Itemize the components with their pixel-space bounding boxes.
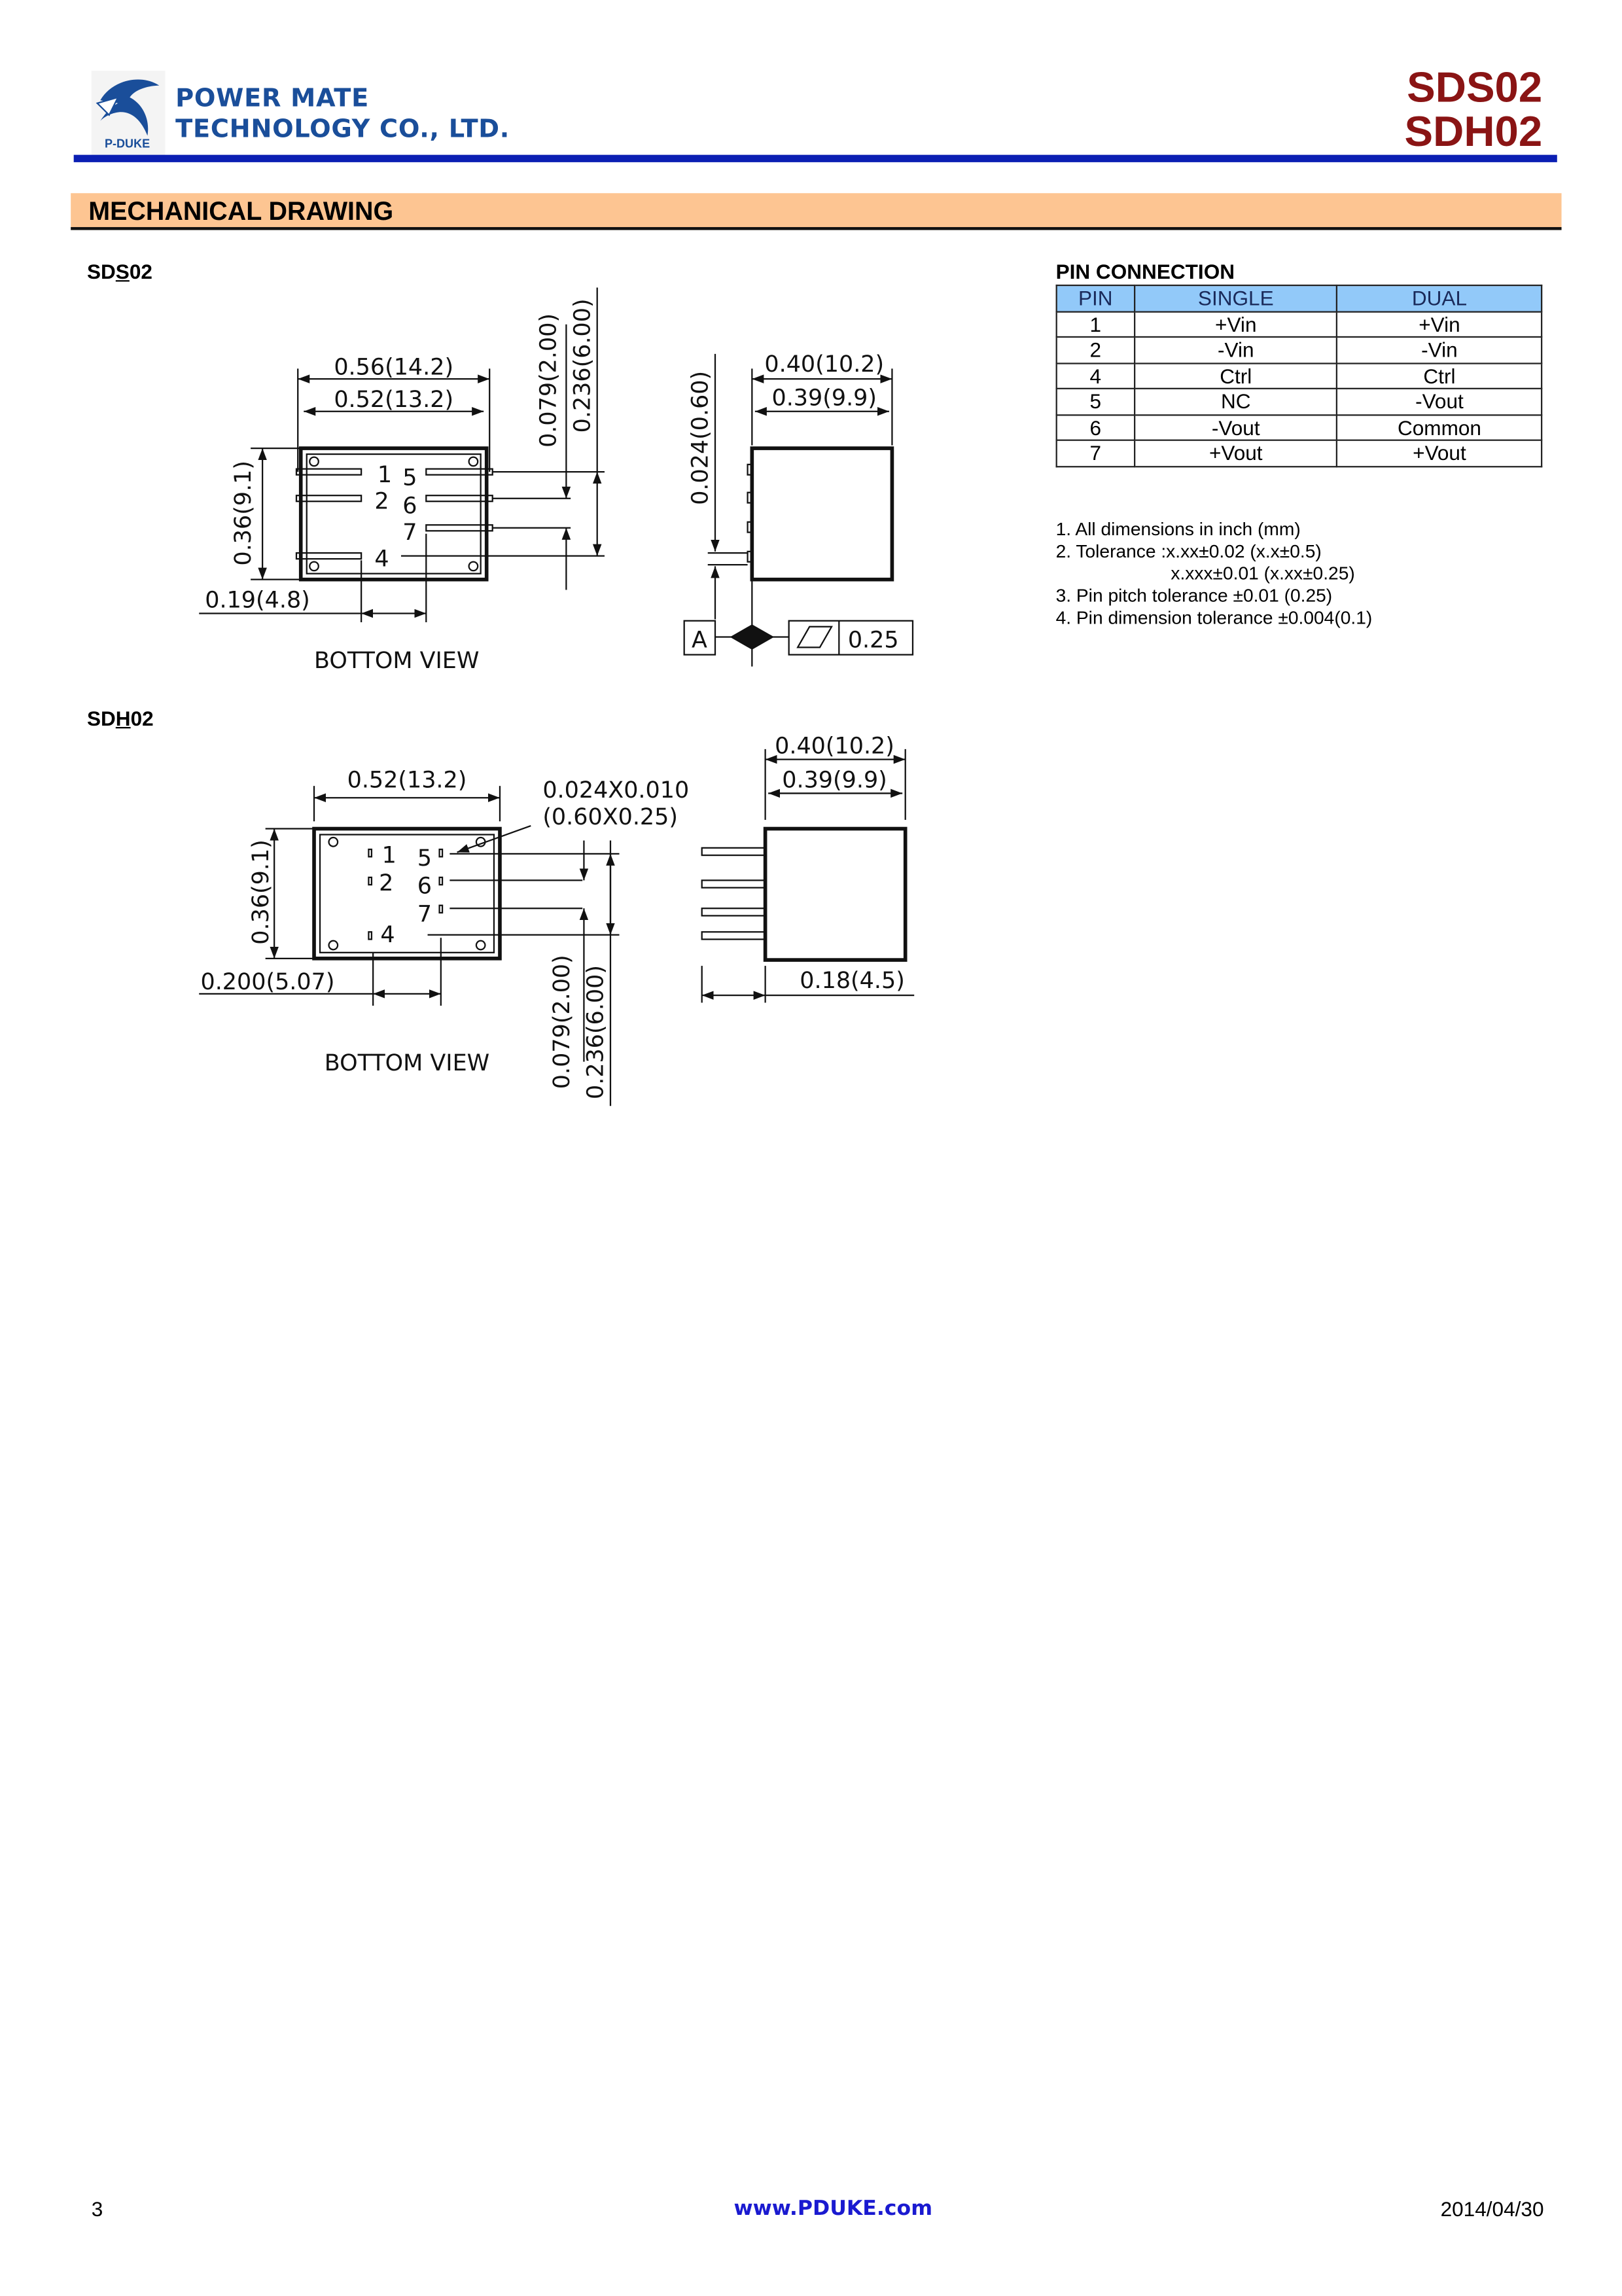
cell: 6: [1055, 414, 1135, 441]
model-sds02: SDS02: [1407, 65, 1543, 113]
datum-label: A: [692, 627, 707, 653]
sds02-bottom-view: [199, 287, 605, 623]
drawing-labels: 0.56(14.2) 0.52(13.2) 0.079(2.00) 0.236(…: [200, 298, 904, 1099]
sds02-pin-6: 6: [402, 493, 417, 519]
cell: 1: [1055, 310, 1135, 338]
sdh02-pin-size-in: 0.024X0.010: [542, 777, 689, 804]
cell: 5: [1055, 387, 1135, 415]
sds02-dim-pitch: 0.079(2.00): [536, 313, 562, 448]
flatness-value: 0.25: [848, 627, 899, 653]
sds02-side-pin-thickness: 0.024(0.60): [688, 371, 714, 505]
sds02-side-view: [683, 353, 914, 667]
pduke-bird-logo-icon: [96, 79, 160, 136]
header-dual: DUAL: [1336, 284, 1543, 312]
header-single: SINGLE: [1133, 284, 1338, 312]
section-title: MECHANICAL DRAWING: [88, 196, 394, 226]
note-2: 2. Tolerance :x.xx±0.02 (x.x±0.5): [1055, 541, 1322, 562]
model-sdh02: SDH02: [1404, 109, 1543, 156]
section-header: MECHANICAL DRAWING: [71, 193, 1562, 230]
notes: 1. All dimensions in inch (mm) 2. Tolera…: [1056, 519, 1373, 629]
sds02-pin-1: 1: [378, 462, 392, 488]
sdh02-dim-pitch: 0.079(2.00): [549, 955, 575, 1089]
cell: 4: [1055, 362, 1135, 389]
sds02-side-width-inner: 0.39(9.9): [771, 385, 877, 412]
sds02-view-label: BOTTOM VIEW: [314, 648, 479, 674]
sds02-dim-offset: 0.19(4.8): [205, 587, 310, 613]
sds02-side-width-outer: 0.40(10.2): [764, 351, 884, 378]
table-row: 7+Vout+Vout: [1055, 439, 1543, 467]
sdh02-dim-offset: 0.200(5.07): [200, 969, 334, 995]
company-name-line2: TECHNOLOGY CO., LTD.: [175, 115, 510, 145]
sds02-pin-4: 4: [374, 546, 389, 572]
sds02-dim-width-outer: 0.56(14.2): [334, 354, 453, 380]
website-link[interactable]: www.PDUKE.com: [733, 2197, 933, 2221]
sdh02-pin-6: 6: [417, 874, 432, 900]
sdh02-dim-height: 0.36(9.1): [248, 839, 274, 945]
cell: -Vout: [1336, 387, 1543, 415]
header-divider: [73, 154, 1557, 162]
page-number: 3: [91, 2197, 103, 2221]
logo-text: P-DUKE: [105, 137, 150, 150]
cell: +Vout: [1336, 439, 1543, 467]
table-row: 2-Vin-Vin: [1055, 336, 1543, 364]
mechanical-drawing: 0.56(14.2) 0.52(13.2) 0.079(2.00) 0.236(…: [199, 287, 915, 1106]
sdh02-pin-1: 1: [382, 842, 397, 868]
cell: Common: [1336, 414, 1543, 441]
table-row: 1+Vin+Vin: [1055, 310, 1543, 338]
sdh02-side-width-inner: 0.39(9.9): [782, 767, 887, 793]
sdh02-pin-7: 7: [417, 901, 432, 927]
sds02-dim-height: 0.36(9.1): [230, 461, 256, 566]
sds02-label: SDS02: [86, 259, 152, 283]
company-name-line1: POWER MATE: [175, 84, 369, 114]
sdh02-side-view: [701, 749, 915, 1003]
cell: +Vout: [1133, 439, 1338, 467]
pin-connection-title: PIN CONNECTION: [1055, 259, 1235, 283]
sdh02-label: SDH02: [86, 706, 154, 730]
sdh02-dim-row: 0.236(6.00): [583, 965, 609, 1099]
sdh02-pin-size-mm: (0.60X0.25): [542, 804, 678, 830]
sds02-pin-5: 5: [402, 465, 417, 491]
company-logo: P-DUKE: [91, 71, 166, 155]
sdh02-side-width-outer: 0.40(10.2): [775, 733, 894, 760]
sdh02-pin-2: 2: [379, 870, 393, 896]
note-2-continued: x.xxx±0.01 (x.xx±0.25): [1171, 563, 1355, 584]
sdh02-pin-5: 5: [417, 845, 432, 872]
cell: 7: [1055, 439, 1135, 467]
sds02-pin-7: 7: [402, 520, 417, 546]
sds02-dim-row: 0.236(6.00): [569, 298, 595, 433]
document-date: 2014/04/30: [1440, 2197, 1544, 2221]
cell: -Vout: [1133, 414, 1338, 441]
cell: +Vin: [1336, 310, 1543, 338]
cell: 2: [1055, 336, 1135, 364]
cell: +Vin: [1133, 310, 1338, 338]
sdh02-view-label: BOTTOM VIEW: [325, 1050, 489, 1076]
cell: Ctrl: [1133, 362, 1338, 389]
note-1: 1. All dimensions in inch (mm): [1055, 519, 1301, 540]
header-pin: PIN: [1055, 284, 1135, 312]
sds02-dim-width-inner: 0.52(13.2): [334, 387, 453, 413]
sdh02-pin-4: 4: [380, 922, 395, 948]
cell: -Vin: [1336, 336, 1543, 364]
table-header-row: PIN SINGLE DUAL: [1055, 284, 1543, 312]
cell: Ctrl: [1336, 362, 1543, 389]
sdh02-dim-width: 0.52(13.2): [347, 767, 467, 793]
note-3: 3. Pin pitch tolerance ±0.01 (0.25): [1055, 585, 1333, 607]
sds02-pin-2: 2: [374, 488, 389, 514]
sdh02-side-pin-length: 0.18(4.5): [800, 968, 905, 994]
sdh02-bottom-view: [199, 786, 620, 1106]
cell: -Vin: [1133, 336, 1338, 364]
cell: NC: [1133, 387, 1338, 415]
note-4: 4. Pin dimension tolerance ±0.004(0.1): [1055, 607, 1373, 629]
